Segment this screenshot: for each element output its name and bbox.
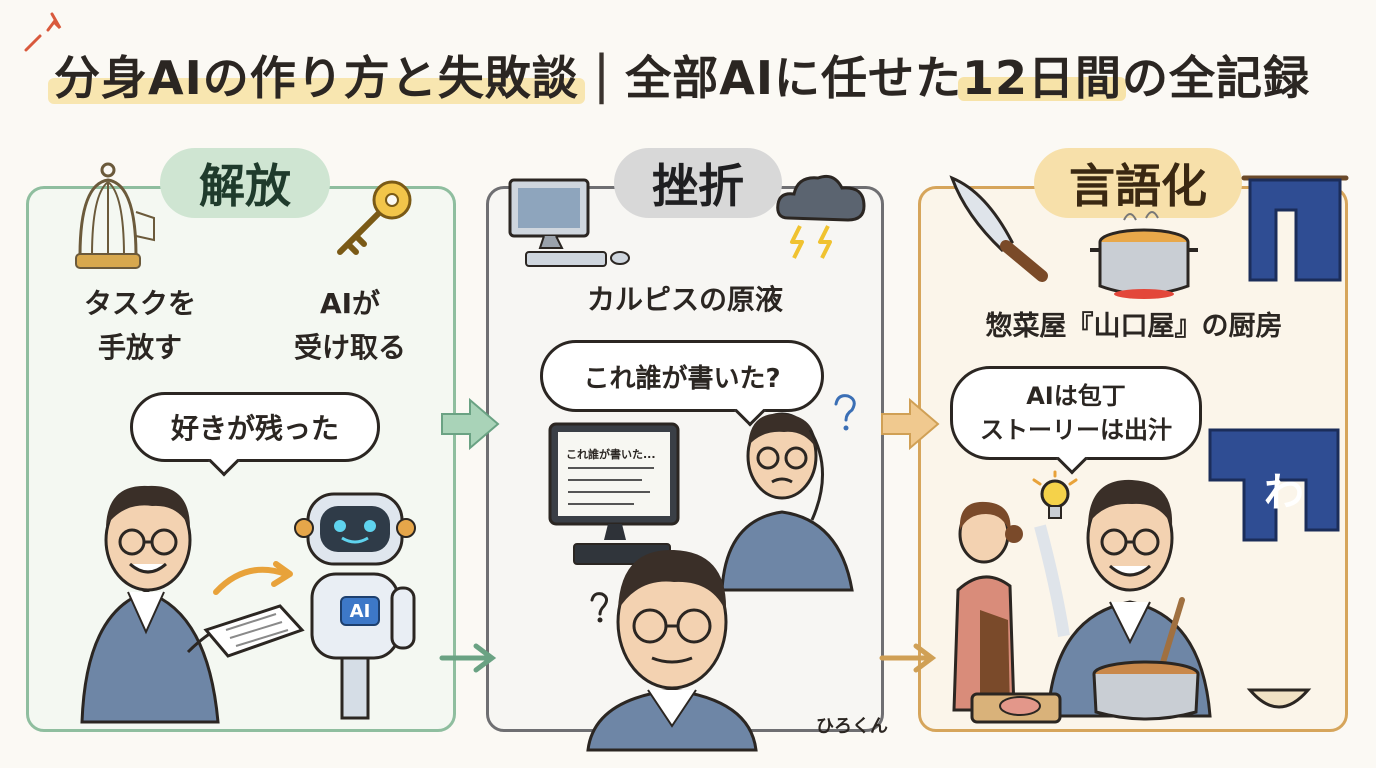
- shop-noren-icon: [1208, 428, 1340, 542]
- speech-bubble-who-wrote-this-text: これ誰が書いた?: [583, 363, 781, 394]
- speech-bubble-love-remains: 好きが残った: [130, 392, 380, 477]
- label-release-task-line2: 手放す: [97, 331, 182, 364]
- cutting-board-icon: [970, 692, 1062, 724]
- storm-cloud-icon: [776, 174, 866, 259]
- arrow-panel2-to-3-lower-icon: [879, 643, 937, 673]
- robot-character: [294, 492, 416, 720]
- woman-cook-character: [952, 501, 1023, 712]
- author-credit: ひろくん: [816, 716, 888, 737]
- spark-doodle-icon: [24, 12, 62, 52]
- panel-heading-setback: 挫折: [614, 148, 782, 218]
- lightbulb-icon: [1032, 470, 1078, 519]
- arrow-panel2-to-3-icon: [881, 397, 940, 451]
- worried-man-character: [720, 412, 854, 592]
- speech-bubble-ai-is-knife: AIは包丁 ストーリーは出汁: [950, 366, 1202, 475]
- papers-icon: [203, 604, 305, 658]
- noren-curtain-icon: [1241, 175, 1349, 282]
- birdcage-icon: [75, 162, 155, 269]
- noren-character: わ: [1264, 470, 1304, 516]
- label-ai-receives: AIが 受け取る: [270, 282, 430, 370]
- label-yamaguchiya-kitchen: 惣菜屋『山口屋』の厨房: [944, 304, 1324, 343]
- label-release-task: タスクを 手放す: [60, 282, 220, 370]
- label-ai-receives-line1: AIが: [319, 287, 381, 320]
- curved-arrow-icon: [213, 561, 293, 595]
- speech-bubble-ai-is-knife-line2: ストーリーは出汁: [980, 416, 1172, 444]
- title-sub: 全部AIに任せた12日間の全記録: [625, 42, 1310, 108]
- panel-heading-verbalization: 言語化: [1034, 148, 1242, 218]
- central-man-portrait: [586, 549, 758, 752]
- bowl-icon: [1246, 688, 1312, 709]
- ladle-pot-icon: [1092, 597, 1200, 721]
- page-title: 分身AIの作り方と失敗談 | 全部AIに任せた12日間の全記録: [48, 40, 1310, 110]
- title-sub-prefix: 全部AIに任せた: [625, 51, 962, 105]
- small-question-mark-icon: [590, 592, 609, 623]
- title-main: 分身AIの作り方と失敗談: [48, 42, 585, 108]
- kitchen-knife-icon: [949, 175, 1048, 282]
- title-sub-suffix: の全記録: [1121, 51, 1310, 105]
- label-ai-receives-line2: 受け取る: [293, 331, 406, 364]
- cooking-pot-icon: [1090, 211, 1198, 299]
- robot-ai-badge: AI: [340, 596, 380, 626]
- key-icon: [337, 180, 412, 255]
- man-character: [80, 485, 241, 724]
- panel-heading-liberation: 解放: [160, 148, 330, 218]
- speech-bubble-ai-is-knife-line1: AIは包丁: [1026, 382, 1126, 410]
- question-mark-icon: [834, 394, 856, 431]
- desktop-computer-icon: [508, 178, 630, 267]
- label-yamaguchiya-kitchen-text: 惣菜屋『山口屋』の厨房: [985, 311, 1283, 342]
- speech-bubble-love-remains-text: 好きが残った: [170, 412, 339, 445]
- arrow-panel1-to-2-icon: [441, 397, 500, 451]
- monitor-document-icon: [548, 422, 680, 565]
- label-release-task-line1: タスクを: [83, 287, 196, 320]
- title-sub-highlight: 12日間: [961, 51, 1122, 105]
- monitor-screen-text: これ誰が書いた...: [566, 448, 656, 461]
- robot-ai-badge-text: AI: [349, 600, 371, 622]
- speech-bubble-who-wrote-this: これ誰が書いた?: [540, 340, 824, 427]
- label-calpis-concentrate-text: カルピスの原液: [586, 283, 783, 316]
- label-calpis-concentrate: カルピスの原液: [530, 278, 840, 318]
- arrow-panel1-to-2-lower-icon: [439, 643, 497, 673]
- title-separator: |: [592, 45, 612, 105]
